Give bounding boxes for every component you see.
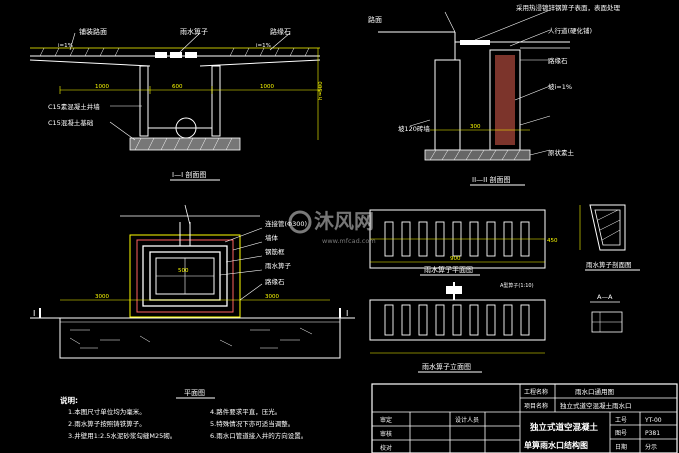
section2-title: II—II 剖面图 [472, 175, 510, 184]
section-2-2: 路面 采用热浸镀锌钢箅子表面，表面处理 人行道(硬化铺) 路缘石 坡i=1% 坡… [368, 3, 621, 186]
tb-drawing-subtitle: 单箅雨水口结构图 [524, 440, 588, 450]
tb-date-value: 分示 [645, 443, 657, 451]
plan-section-mark-left: I [33, 309, 35, 318]
tb-item: 独立式道空混凝土雨水口 [560, 401, 632, 410]
watermark-text: 沐风网 [314, 209, 374, 233]
plan-wall-label: 墙体 [265, 233, 279, 242]
tb-code-value: P381 [645, 430, 660, 437]
section2-rebar-label: 坡120砖墙 [398, 124, 430, 133]
grate-elev-title: 雨水箅子立面图 [422, 362, 471, 371]
grate-plan-title: 雨水箅子平面图 [424, 265, 473, 274]
note-line-2: 2.雨水箅子按照铸铁箅子。 [68, 419, 146, 428]
grate-plan-dim: 900 [450, 256, 461, 262]
section1-c15base-label: C15混凝土基础 [48, 118, 94, 127]
grate-plan: 900 450 雨水箅子平面图 [369, 209, 558, 300]
grate-section: 雨水箅子剖面图 A—A [579, 204, 640, 333]
note-line-6: 6.雨水口管道接入井的方向设置。 [210, 431, 307, 440]
section2-dim-width: 300 [470, 124, 481, 130]
grate-plan-dim-height: 450 [547, 238, 558, 244]
section1-dim-left: 1000 [95, 84, 109, 90]
tb-no-label: 工号 [615, 417, 627, 424]
plan-title: 平面图 [184, 389, 205, 397]
section2-curb-label: 路缘石 [548, 56, 568, 65]
tb-project-name: 雨水口通用图 [575, 387, 614, 396]
tb-row-3: 校对 [380, 444, 392, 452]
notes-heading: 说明: [60, 395, 78, 405]
tb-item-label: 项目名称 [524, 402, 548, 410]
section1-road-label: 铺装路面 [79, 27, 107, 36]
note-line-5: 5.特殊情况下亦可适当调整。 [210, 419, 294, 428]
grate-elevation: A型箅子(1:10) 雨水箅子立面图 [369, 282, 546, 373]
section-1-1: 铺装路面 雨水箅子 路缘石 C15素混凝土井墙 C15混凝土基础 i=1% i=… [29, 27, 324, 181]
section1-slope-left: i=1% [58, 43, 73, 49]
plan-curb-label: 路缘石 [265, 277, 285, 286]
section1-grate-label: 雨水箅子 [180, 27, 208, 36]
note-line-3: 3.井壁用1:2.5水泥砂浆勾缝M25砌。 [68, 431, 176, 440]
tb-date-label: 日期 [615, 443, 627, 451]
plan-dim-right: 3000 [265, 294, 279, 300]
plan-pipe-label: 连接管(Φ300) [265, 219, 307, 228]
plan-dim-inner: 500 [178, 268, 189, 274]
title-block: 工程名称 雨水口通用图 项目名称 独立式道空混凝土雨水口 审定 审核 校对 设计… [371, 383, 678, 453]
plan-view: 连接管(Φ300) 墙体 钢筋框 雨水箅子 路缘石 I I 3000 3000 … [30, 204, 355, 399]
plan-dim-left: 3000 [95, 294, 109, 300]
note-line-1: 1.本图尺寸单位均为毫米。 [68, 407, 146, 416]
section1-slope-right: i=1% [256, 43, 271, 49]
notes-block: 说明: 1.本图尺寸单位均为毫米。 2.雨水箅子按照铸铁箅子。 3.井壁用1:2… [60, 395, 307, 440]
section1-c15wall-label: C15素混凝土井墙 [48, 102, 100, 111]
tb-row-2: 审核 [380, 430, 392, 438]
tb-code-label: 图号 [615, 430, 627, 437]
tb-row-4: 设计人员 [455, 416, 479, 424]
tb-project-name-label: 工程名称 [524, 388, 548, 396]
grate-section-title: 雨水箅子剖面图 [586, 260, 632, 269]
grate-section-label: A—A [597, 293, 613, 301]
section2-slope-label: 坡i=1% [548, 82, 572, 91]
plan-section-mark-right: I [346, 309, 348, 318]
plan-grate-label: 雨水箅子 [265, 261, 292, 270]
watermark-url: www.mfcad.com [322, 237, 376, 245]
tb-row-1: 审定 [380, 416, 392, 424]
section2-steel-label: 采用热浸镀锌钢箅子表面，表面处理 [516, 3, 621, 12]
section2-base-label: 原状素土 [548, 148, 575, 157]
tb-drawing-title: 独立式道空混凝土 [529, 422, 599, 433]
section1-dim-right: 1000 [260, 84, 274, 90]
section2-walk-label: 人行道(硬化铺) [548, 26, 592, 35]
tb-no-value: YT-00 [644, 417, 662, 424]
section1-title: I—I 剖面图 [172, 170, 206, 179]
plan-frame-label: 钢筋框 [265, 247, 285, 256]
watermark: 沐风网 www.mfcad.com [288, 209, 376, 245]
section1-dim-mid: 600 [172, 84, 183, 90]
note-line-4: 4.路件要求平直，压光。 [210, 407, 281, 416]
section2-road-label: 路面 [368, 15, 382, 24]
section1-curb-label: 路缘石 [270, 27, 291, 36]
section1-dim-depth: h=500 [318, 81, 324, 100]
grate-elev-note: A型箅子(1:10) [500, 282, 534, 289]
